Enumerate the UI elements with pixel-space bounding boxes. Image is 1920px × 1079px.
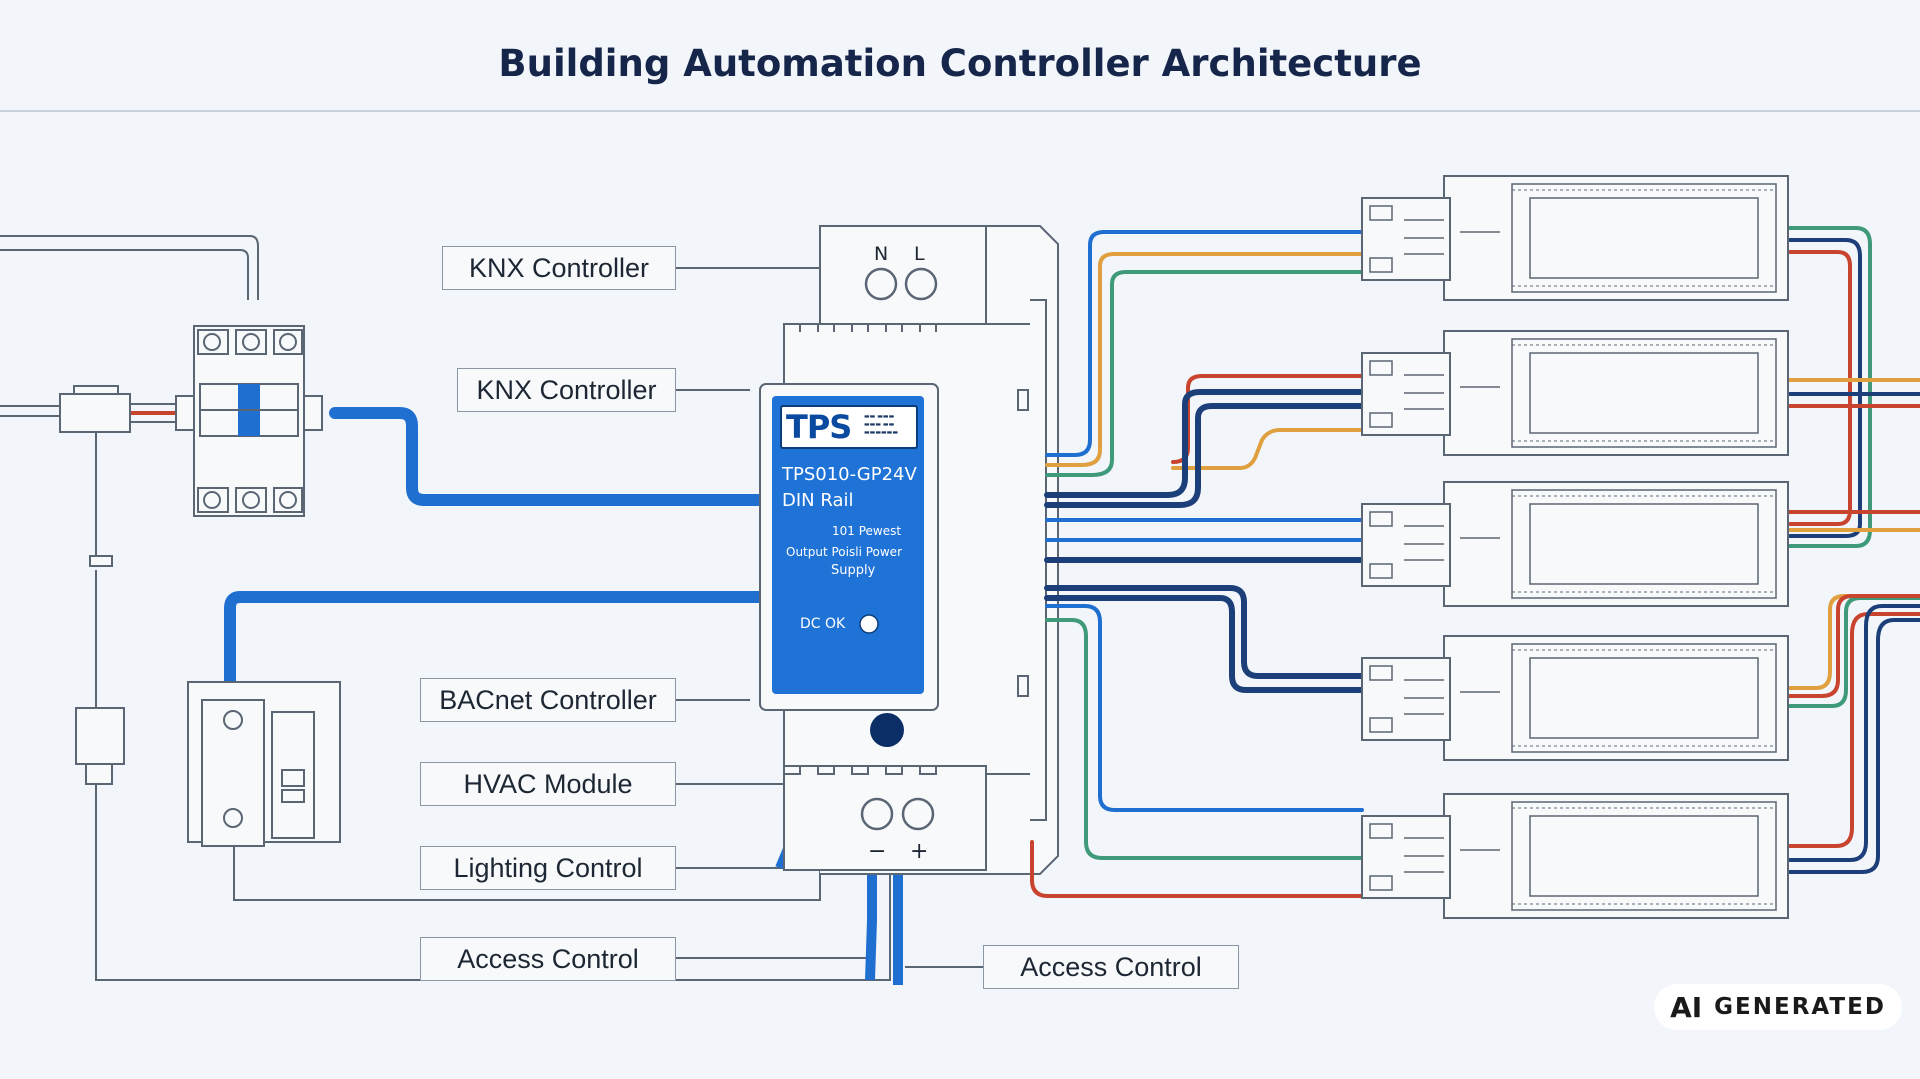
connector-lower	[75, 707, 125, 765]
label-access-control-1: Access Control	[420, 937, 676, 981]
psu-bottom-notches	[783, 766, 937, 775]
far-right-wires	[1788, 226, 1920, 874]
ai-badge-text: GENERATED	[1714, 994, 1886, 1020]
psu-adjust-knob	[870, 713, 904, 747]
psu-spec-line-2: Output Poisli Power	[786, 545, 902, 559]
module-row-2	[1361, 330, 1789, 456]
wire-left-top-b	[0, 249, 249, 300]
terminal-plus-label: +	[910, 839, 928, 864]
terminal-l	[904, 267, 938, 301]
wire-left-in-double	[0, 405, 60, 417]
cable-psu-to-breaker-2	[224, 591, 766, 706]
left-connector	[59, 385, 131, 785]
wire-green-1	[1045, 270, 1364, 477]
module-row-1	[1361, 175, 1789, 301]
label-lighting-control: Lighting Control	[420, 846, 676, 890]
wire-navy-2	[1044, 389, 1365, 498]
wire-green-5	[1045, 618, 1364, 860]
connector-body	[59, 393, 131, 433]
psu-face-panel	[772, 396, 924, 694]
module-row-5	[1361, 793, 1789, 919]
bottom-breaker	[187, 681, 341, 847]
wire-navy-4	[1044, 585, 1365, 679]
module-row-4	[1361, 635, 1789, 761]
title-divider	[0, 110, 1920, 112]
wire-blue-5	[1045, 604, 1364, 812]
right-colored-wires	[1030, 230, 1364, 898]
terminal-l-label: L	[914, 243, 925, 265]
label-knx-controller-2: KNX Controller	[457, 368, 676, 412]
connector-clip	[89, 555, 113, 567]
dc-ok-label: DC OK	[800, 616, 846, 632]
page-title: Building Automation Controller Architect…	[498, 42, 1422, 85]
psu-spec-line-1: 101 Pewest	[832, 524, 902, 538]
ai-badge-mark: AI	[1670, 990, 1703, 1024]
wire-orange-1	[1045, 252, 1364, 467]
psu-model: TPS010-GP24V	[782, 464, 917, 485]
right-navy-wires	[1044, 389, 1365, 693]
psu-top-notches	[783, 323, 937, 332]
terminal-n	[864, 267, 898, 301]
terminal-n-label: N	[874, 243, 888, 265]
psu-spec-line-3: Supply	[831, 563, 876, 578]
left-thick-cables	[224, 407, 766, 706]
psu-mount: DIN Rail	[782, 490, 854, 511]
label-bacnet-controller: BACnet Controller	[420, 678, 676, 722]
ai-generated-badge: AI GENERATED	[1654, 984, 1902, 1030]
wire-left-top-a	[0, 235, 259, 300]
wire-red-2	[1171, 374, 1364, 464]
wire-stub-outline	[130, 403, 175, 423]
label-knx-controller-1: KNX Controller	[442, 246, 676, 290]
wire-orange-2	[1171, 428, 1364, 470]
terminal-plus	[901, 797, 935, 831]
cable-breaker-to-psu	[329, 407, 766, 506]
terminal-minus	[860, 797, 894, 831]
tps-logo: TPS ▬▬ ▬▬▬▬▬▬ ▬▬▬▬▬▬▬▬	[780, 405, 918, 449]
label-access-control-2: Access Control	[983, 945, 1239, 989]
wire-red-5	[1030, 840, 1364, 898]
tps-logo-fineprint: ▬▬ ▬▬▬▬▬▬ ▬▬▬▬▬▬▬▬	[864, 413, 899, 436]
psu-top-block	[819, 225, 987, 331]
tps-logo-text: TPS	[786, 408, 852, 446]
terminal-minus-label: −	[868, 839, 886, 864]
wire-blue-1	[1045, 230, 1364, 457]
module-row-3	[1361, 481, 1789, 607]
label-hvac-module: HVAC Module	[420, 762, 676, 806]
dc-ok-led	[859, 614, 879, 634]
